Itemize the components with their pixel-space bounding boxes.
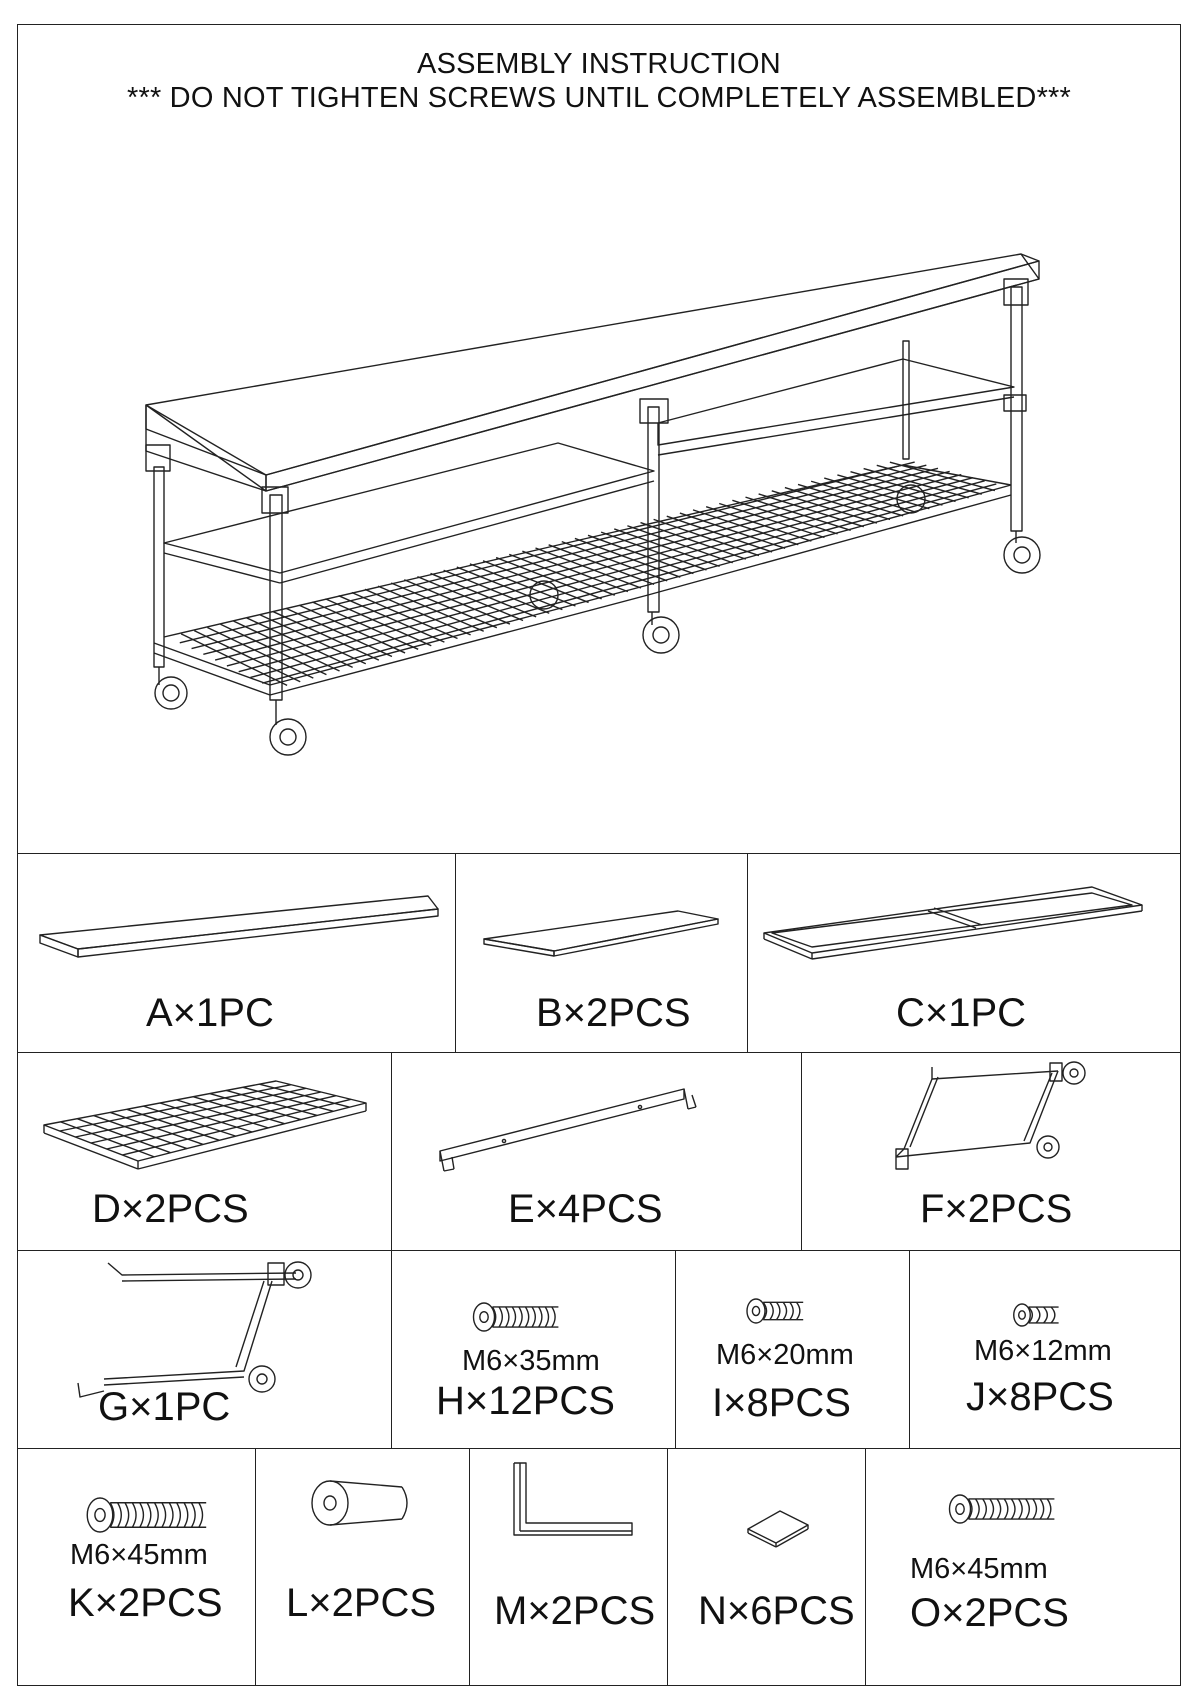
part-cell-g: G×1PC bbox=[18, 1251, 392, 1448]
bolt-icon bbox=[472, 1302, 559, 1332]
bolt-icon bbox=[948, 1494, 1055, 1524]
part-cell-a: A×1PC bbox=[18, 853, 456, 1052]
part-a-label: A×1PC bbox=[146, 991, 274, 1035]
part-cell-i: M6×20mm I×8PCS bbox=[676, 1251, 910, 1448]
title-heading: ASSEMBLY INSTRUCTION bbox=[417, 48, 781, 80]
part-cell-d: D×2PCS bbox=[18, 1053, 392, 1250]
parts-row-1: A×1PC B×2PCS bbox=[18, 853, 1180, 1053]
part-o-spec: M6×45mm bbox=[910, 1553, 1048, 1585]
parts-row-3: G×1PC M6×35mm H×12PCS M6×20mm I×8PCS M6×… bbox=[18, 1251, 1180, 1449]
allen-key-icon bbox=[513, 1462, 633, 1536]
tighten-warning: *** DO NOT TIGHTEN SCREWS UNTIL COMPLETE… bbox=[126, 82, 1072, 114]
part-f-label: F×2PCS bbox=[920, 1187, 1073, 1231]
bolt-icon bbox=[746, 1298, 804, 1324]
part-d-label: D×2PCS bbox=[92, 1187, 249, 1231]
bolt-icon bbox=[1013, 1303, 1059, 1327]
parts-row-2: D×2PCS E×4PCS bbox=[18, 1053, 1180, 1251]
sheet-title: ASSEMBLY INSTRUCTION *** DO NOT TIGHTEN … bbox=[18, 47, 1180, 115]
part-k-spec: M6×45mm bbox=[70, 1539, 208, 1571]
wire-mesh-shelf-icon bbox=[43, 1080, 367, 1170]
part-cell-e: E×4PCS bbox=[392, 1053, 802, 1250]
part-g-label: G×1PC bbox=[98, 1385, 231, 1429]
barrel-nut-icon bbox=[311, 1480, 408, 1526]
part-cell-n: N×6PCS bbox=[668, 1449, 866, 1685]
rectangular-frame-icon bbox=[763, 886, 1143, 960]
center-frame-with-caster-icon bbox=[77, 1261, 312, 1398]
part-o-label: O×2PCS bbox=[910, 1591, 1069, 1635]
part-cell-f: F×2PCS bbox=[802, 1053, 1182, 1250]
part-c-label: C×1PC bbox=[896, 991, 1027, 1035]
part-j-label: J×8PCS bbox=[966, 1375, 1114, 1419]
assembled-view-section: ASSEMBLY INSTRUCTION *** DO NOT TIGHTEN … bbox=[18, 25, 1180, 854]
side-frame-with-caster-icon bbox=[895, 1061, 1086, 1170]
part-l-label: L×2PCS bbox=[286, 1581, 437, 1625]
part-n-label: N×6PCS bbox=[698, 1589, 855, 1633]
part-k-label: K×2PCS bbox=[68, 1581, 223, 1625]
part-cell-c: C×1PC bbox=[748, 853, 1182, 1052]
metal-bar-icon bbox=[439, 1088, 697, 1172]
shelf-panel-icon bbox=[483, 910, 719, 957]
part-i-spec: M6×20mm bbox=[716, 1339, 854, 1371]
part-i-label: I×8PCS bbox=[712, 1381, 851, 1425]
part-cell-b: B×2PCS bbox=[456, 853, 748, 1052]
part-cell-l: L×2PCS bbox=[256, 1449, 470, 1685]
part-m-label: M×2PCS bbox=[494, 1589, 656, 1633]
bolt-icon bbox=[86, 1497, 207, 1533]
parts-row-4: M6×45mm K×2PCS L×2PCS bbox=[18, 1449, 1180, 1685]
part-cell-k: M6×45mm K×2PCS bbox=[18, 1449, 256, 1685]
felt-pad-icon bbox=[747, 1510, 809, 1548]
long-panel-icon bbox=[39, 895, 439, 958]
assembled-tv-stand-illustration bbox=[145, 253, 1041, 756]
part-h-spec: M6×35mm bbox=[462, 1345, 600, 1377]
part-cell-o: M6×45mm O×2PCS bbox=[866, 1449, 1182, 1685]
part-cell-h: M6×35mm H×12PCS bbox=[392, 1251, 676, 1448]
part-cell-j: M6×12mm J×8PCS bbox=[910, 1251, 1182, 1448]
part-cell-m: M×2PCS bbox=[470, 1449, 668, 1685]
part-j-spec: M6×12mm bbox=[974, 1335, 1112, 1367]
part-e-label: E×4PCS bbox=[508, 1187, 663, 1231]
instruction-sheet: ASSEMBLY INSTRUCTION *** DO NOT TIGHTEN … bbox=[17, 24, 1181, 1686]
part-h-label: H×12PCS bbox=[436, 1379, 615, 1423]
part-b-label: B×2PCS bbox=[536, 991, 691, 1035]
